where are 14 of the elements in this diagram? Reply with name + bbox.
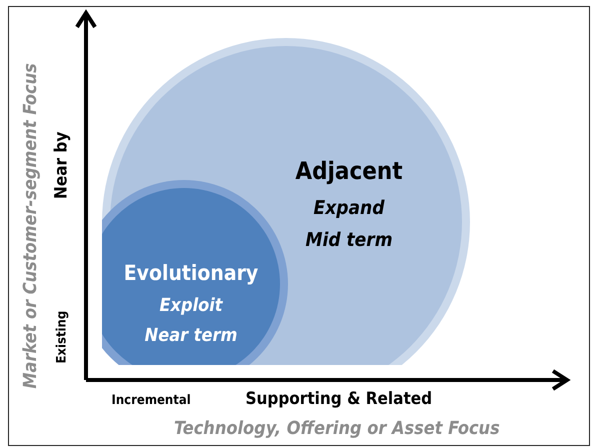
- axis-tick-label: Supporting & Related: [246, 390, 432, 408]
- axis-tick-label: Incremental: [112, 394, 191, 408]
- axis-tick-label: Near by: [52, 131, 70, 198]
- axis-tick-label: Existing: [54, 310, 70, 364]
- region-title: Adjacent: [295, 157, 403, 185]
- region-subtitle: Expand: [314, 197, 384, 219]
- axis-title: Market or Customer-segment Focus: [20, 63, 40, 389]
- circle-region: [102, 38, 470, 365]
- circle-region: [102, 180, 288, 365]
- region-subtitle: Near term: [144, 325, 238, 346]
- region-subtitle: Mid term: [305, 229, 393, 251]
- region-title: Evolutionary: [124, 261, 258, 285]
- region-subtitle: Exploit: [159, 295, 223, 316]
- axis-title: Technology, Offering or Asset Focus: [174, 419, 500, 439]
